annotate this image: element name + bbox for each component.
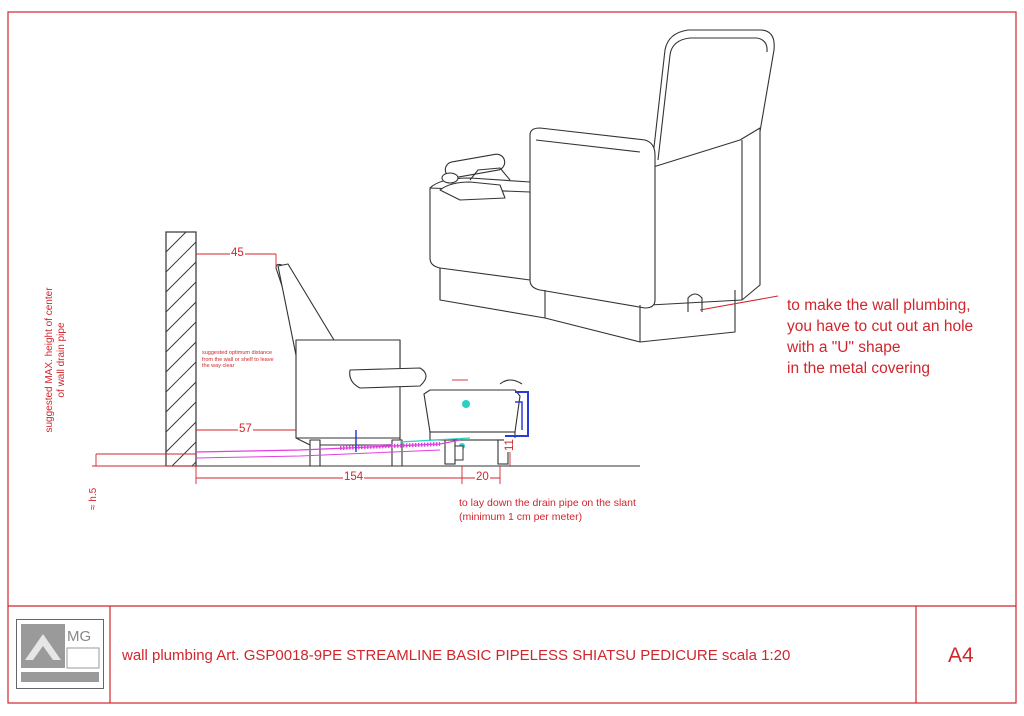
optimum-distance-note-line: suggested optimum distance [202,350,273,356]
sheet-border [7,11,1017,704]
drawing-title: wall plumbing Art. GSP0018-9PE STREAMLIN… [122,647,791,664]
logo-text: MG [67,628,92,645]
wall-cutout-note-line: you have to cut out an hole [787,318,974,335]
optimum-distance-note-line: the way clear [202,363,235,369]
wall-cutout-note-line: with a "U" shape [787,339,901,356]
max-height-note: suggested MAX. height of center of wall … [44,260,68,460]
dimension-20: 20 [475,471,490,483]
optimum-distance-note: suggested optimum distance from the wall… [202,350,274,370]
dimension-11: 11 [504,438,516,452]
wall-cutout-note: to make the wall plumbing, you have to c… [787,295,973,379]
dimension-45: 45 [230,247,245,259]
drain-slant-note: to lay down the drain pipe on the slant … [459,496,636,524]
wall-cutout-note-line: to make the wall plumbing, [787,297,971,314]
basin-side-view [423,379,523,465]
h5-label: ≈ h.5 [88,487,99,510]
pedicure-chair-side-view [275,263,427,467]
drain-slant-note-line: (minimum 1 cm per meter) [459,511,583,523]
pedicure-chair-isometric [429,29,775,343]
optimum-distance-note-line: from the wall or shelf to leave [202,356,274,363]
drain-slant-note-line: to lay down the drain pipe on the slant [459,497,636,509]
cutout-leader-line [699,295,779,311]
wall-cutout-note-line: in the metal covering [787,360,931,377]
sheet-size-label: A4 [948,644,974,667]
max-height-note-line: of wall drain pipe [56,322,67,398]
company-logo: MG [16,619,104,689]
logo-graphic [21,624,100,682]
plumbing [195,391,529,461]
max-height-note-line: suggested MAX. height of center [44,287,55,433]
dimension-57: 57 [238,423,253,435]
wall-section [165,231,197,467]
dimension-154: 154 [343,471,365,483]
